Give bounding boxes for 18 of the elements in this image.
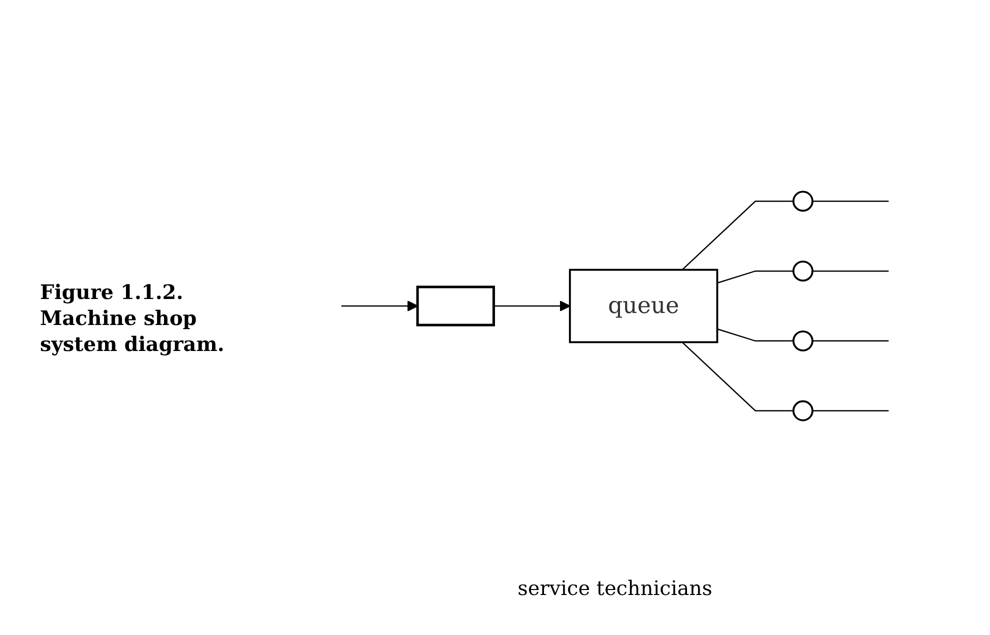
- group-label: service technicians: [518, 576, 712, 600]
- connector: [812, 340, 889, 342]
- node-circle: [792, 260, 814, 282]
- node-circle: [792, 400, 814, 421]
- arrow: [494, 300, 570, 312]
- connector: [717, 328, 794, 342]
- node-circle: [792, 190, 814, 212]
- node-box: [416, 285, 495, 326]
- connector: [717, 270, 794, 284]
- connector: [812, 200, 889, 202]
- connector: [812, 410, 889, 411]
- node-circle: [792, 330, 814, 351]
- connector: [812, 270, 889, 272]
- connector: [682, 200, 794, 270]
- arrow: [341, 300, 418, 312]
- figure-caption: Figure 1.1.2. Machine shop system diagram.: [39, 278, 226, 356]
- connector: [682, 341, 794, 411]
- node-box: queue: [568, 268, 718, 343]
